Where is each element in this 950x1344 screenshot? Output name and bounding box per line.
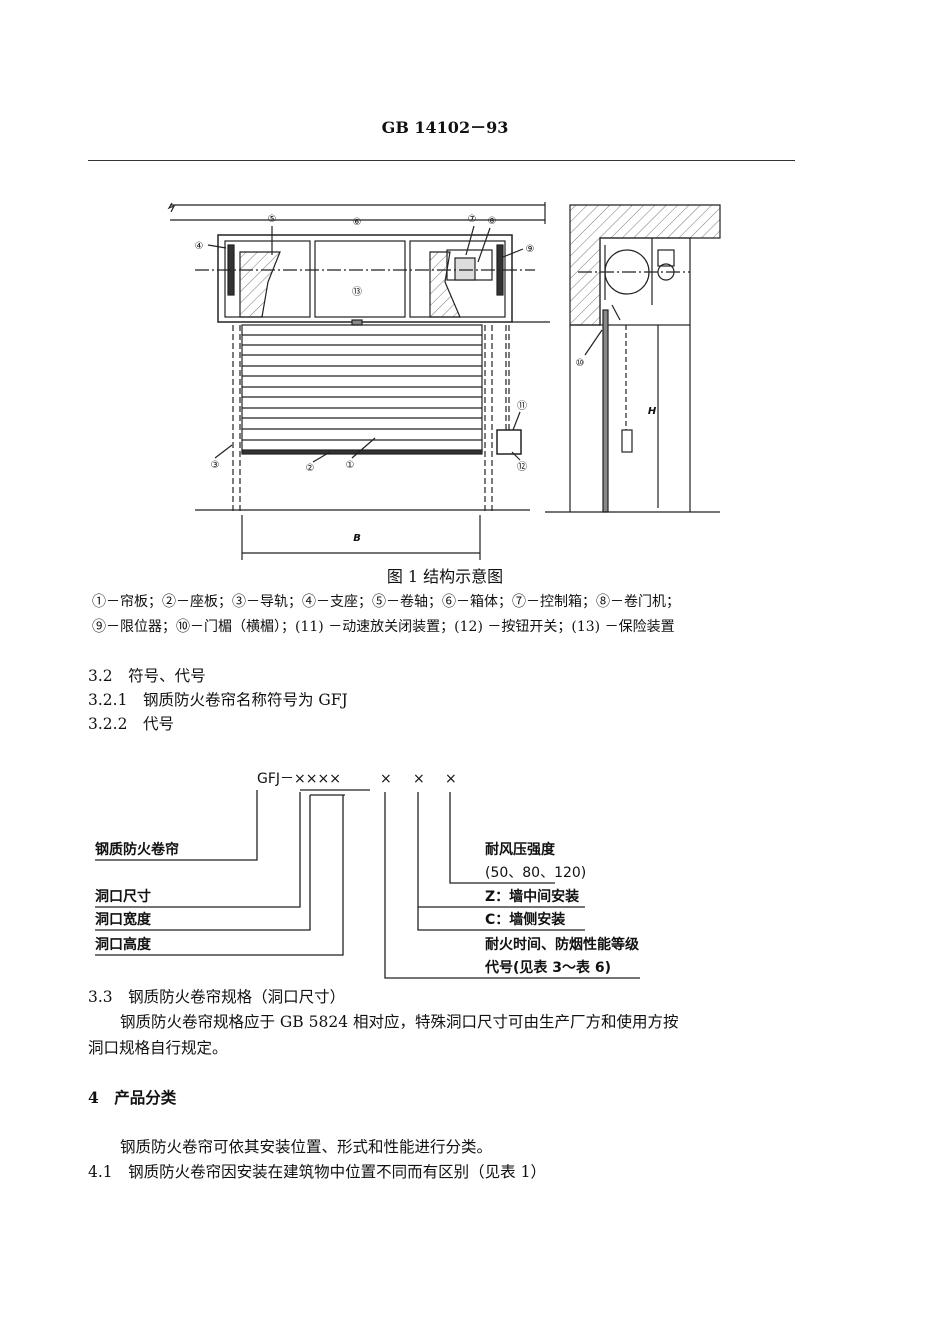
marker-5: ⑤ (268, 214, 277, 225)
section-3-2-1: 3.2.1 钢质防火卷帘名称符号为 GFJ (88, 691, 348, 709)
code-x-wind: × (445, 771, 457, 787)
label-opening-height: 洞口高度 (95, 937, 151, 953)
code-x-fire-rating: × (380, 771, 392, 787)
section-3-2-2-heading: 3.2.2 代号 (88, 715, 174, 733)
standard-number-header: GB 14102－93 (381, 118, 509, 137)
curtain-slats (241, 324, 483, 455)
section-3-3-para-line-1: 钢质防火卷帘规格应于 GB 5824 相对应，特殊洞口尺寸可由生产厂方和使用方按 (120, 1013, 679, 1031)
header-rule (88, 160, 795, 161)
label-fire-rating: 耐火时间、防烟性能等级 (485, 937, 639, 953)
section-3-3-heading: 3.3 钢质防火卷帘规格（洞口尺寸） (88, 988, 346, 1006)
label-install-c: C：墙侧安装 (485, 912, 566, 928)
section-3-3-para-line-2: 洞口规格自行规定。 (88, 1039, 228, 1057)
section-4-para: 钢质防火卷帘可依其安装位置、形式和性能进行分类。 (120, 1138, 493, 1156)
code-x-install: × (413, 771, 425, 787)
label-wind-values: (50、80、120) (485, 865, 587, 881)
marker-4: ④ (195, 241, 204, 252)
front-view (167, 202, 550, 560)
marker-12: ⑫ (517, 461, 527, 473)
dimension-b-label: B (353, 533, 361, 544)
marker-8: ⑧ (488, 216, 497, 227)
dimension-h-label: H (648, 406, 657, 417)
figure-legend-line-2: ⑨－限位器；⑩－门楣（横楣）；(11) －动速放关闭装置；(12) －按钮开关；… (92, 619, 675, 635)
label-opening-width: 洞口宽度 (95, 912, 151, 928)
code-format: GFJ－×××× (257, 771, 341, 787)
marker-3: ③ (211, 460, 220, 471)
marker-13: ⑬ (352, 286, 362, 298)
marker-11: ⑪ (517, 400, 527, 412)
marker-1: ① (346, 460, 355, 471)
marker-7: ⑦ (468, 214, 477, 225)
figure-caption: 图 1 结构示意图 (386, 567, 504, 586)
section-4-1: 4.1 钢质防火卷帘因安装在建筑物中位置不同而有区别（见表 1） (88, 1163, 546, 1181)
marker-10: ⑩ (576, 358, 585, 369)
section-4-heading: 4 产品分类 (88, 1088, 177, 1107)
structure-diagram: ③ ② ① ④ ⑤ ⑥ ⑦ ⑧ ⑨ ⑬ ⑪ ⑫ ⑩ B H (167, 202, 721, 560)
code-structure-diagram (95, 789, 640, 979)
figure-legend-line-1: ①－帘板；②－座板；③－导轨；④－支座；⑤－卷轴；⑥－箱体；⑦－控制箱；⑧－卷门… (92, 594, 680, 610)
label-fire-rating-ref: 代号(见表 3～表 6) (485, 960, 612, 976)
side-view (545, 204, 721, 513)
label-opening-size: 洞口尺寸 (95, 889, 151, 905)
marker-6: ⑥ (353, 217, 362, 228)
label-install-z: Z：墙中间安装 (485, 889, 580, 905)
marker-9: ⑨ (526, 244, 535, 255)
marker-2: ② (306, 463, 315, 474)
section-3-2-heading: 3.2 符号、代号 (88, 667, 206, 685)
label-product-name: 钢质防火卷帘 (95, 842, 179, 858)
label-wind-pressure: 耐风压强度 (485, 842, 555, 858)
